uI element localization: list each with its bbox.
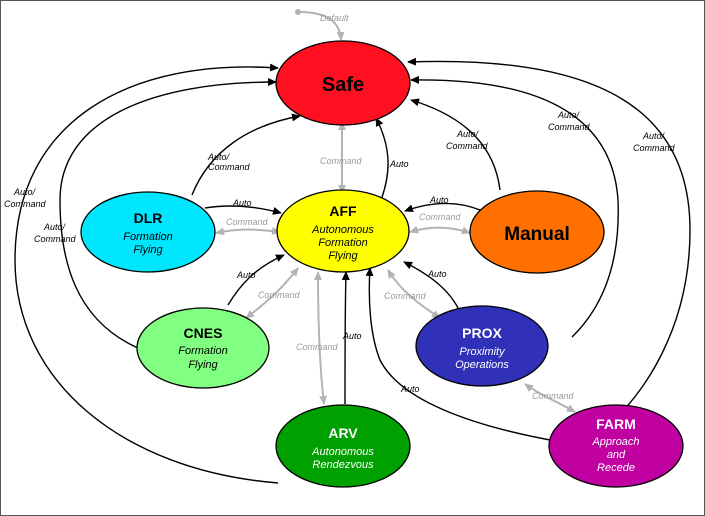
arv-aff-command-label: Command: [296, 342, 339, 352]
cnes-aff-command-label: Command: [258, 290, 301, 300]
cnes-to-safe-arrow: [59, 78, 277, 349]
state-dlr[interactable]: DLR Formation Flying: [80, 191, 216, 273]
state-prox-line1: Proximity: [459, 346, 506, 358]
prox-farm-command-arrow: [524, 383, 576, 413]
state-farm-shape: [548, 404, 684, 488]
state-arv-line2: Rendezvous: [312, 459, 374, 471]
farm-to-safe-arrow: [407, 57, 691, 447]
state-arv-title: ARV: [328, 425, 358, 441]
arv-aff-command-arrow: [314, 271, 328, 405]
state-farm[interactable]: FARM Approach and Recede: [548, 404, 684, 488]
state-farm-line3: Recede: [597, 462, 635, 474]
state-aff-line2: Formation: [318, 237, 368, 249]
manual-to-safe-arrow: [410, 98, 501, 191]
state-prox-shape: [415, 305, 549, 387]
aff-to-safe-arrow: [375, 117, 389, 201]
state-aff-shape: [276, 189, 410, 273]
prox-aff-command-arrow: [387, 269, 441, 319]
manual-aff-auto-label: Auto: [429, 195, 449, 205]
state-prox-line2: Operations: [455, 359, 509, 371]
prox-safe-auto-label: Auto/: [557, 110, 581, 120]
connectors: [14, 9, 691, 484]
manual-aff-command-label: Command: [419, 212, 462, 222]
state-arv-shape: [275, 404, 411, 488]
connector-labels: Default Auto/ Command Auto/ Command Auto…: [4, 13, 676, 401]
farm-safe-command-label: Command: [633, 143, 676, 153]
prox-safe-command-label: Command: [548, 122, 591, 132]
state-cnes-title: CNES: [184, 325, 223, 341]
state-arv-line1: Autonomous: [311, 446, 374, 458]
prox-to-safe-arrow: [410, 75, 619, 338]
farm-safe-auto-label: Auto/: [642, 131, 666, 141]
state-farm-line1: Approach: [591, 436, 639, 448]
dlr-to-safe-arrow: [191, 113, 301, 196]
state-dlr-line1: Formation: [123, 231, 173, 243]
farm-aff-auto-label: Auto: [400, 384, 420, 394]
state-manual[interactable]: Manual: [469, 190, 605, 274]
prox-aff-auto-label: Auto: [427, 269, 447, 279]
prox-farm-command-label: Command: [532, 391, 575, 401]
state-dlr-shape: [80, 191, 216, 273]
state-aff-line3: Flying: [328, 250, 358, 262]
manual-aff-command-arrow: [409, 225, 471, 235]
manual-safe-command-label: Command: [446, 141, 489, 151]
state-aff-line1: Autonomous: [311, 224, 374, 236]
farm-to-aff-arrow: [365, 267, 551, 441]
arv-safe-auto-label: Auto/: [13, 187, 37, 197]
arv-aff-auto-label: Auto: [342, 331, 362, 341]
arv-to-aff-arrow: [341, 271, 350, 405]
state-safe[interactable]: Safe: [275, 40, 411, 126]
default-label: Default: [320, 13, 349, 23]
state-prox[interactable]: PROX Proximity Operations: [415, 305, 549, 387]
dlr-safe-command-label: Command: [208, 162, 251, 172]
state-safe-shape: [275, 40, 411, 126]
state-cnes-line1: Formation: [178, 345, 228, 357]
safe-aff-command-label: Command: [320, 156, 363, 166]
arv-safe-command-label: Command: [4, 199, 47, 209]
cnes-safe-command-label: Command: [34, 234, 77, 244]
cnes-safe-auto-label: Auto/: [43, 222, 67, 232]
state-farm-title: FARM: [596, 416, 636, 432]
cnes-aff-command-arrow: [245, 267, 299, 319]
state-farm-line2: and: [607, 449, 626, 461]
state-aff-title: AFF: [329, 203, 357, 219]
aff-safe-auto-label: Auto: [389, 159, 409, 169]
state-aff[interactable]: AFF Autonomous Formation Flying: [276, 189, 410, 273]
state-dlr-line2: Flying: [133, 244, 163, 256]
state-cnes-shape: [136, 307, 270, 389]
state-cnes[interactable]: CNES Formation Flying: [136, 307, 270, 389]
cnes-aff-auto-label: Auto: [236, 270, 256, 280]
manual-safe-auto-label: Auto/: [456, 129, 480, 139]
state-dlr-title: DLR: [134, 210, 163, 226]
state-arv[interactable]: ARV Autonomous Rendezvous: [275, 404, 411, 488]
state-cnes-line2: Flying: [188, 359, 218, 371]
dlr-aff-command-label: Command: [226, 217, 269, 227]
dlr-aff-command-arrow: [215, 227, 281, 236]
dlr-to-aff-arrow: [204, 205, 282, 215]
manual-to-aff-arrow: [404, 202, 481, 213]
default-arrow: [297, 11, 345, 41]
prox-aff-command-label: Command: [384, 291, 427, 301]
state-safe-title: Safe: [322, 74, 364, 96]
dlr-safe-auto-label: Auto/: [207, 152, 231, 162]
arv-to-safe-arrow: [14, 63, 279, 484]
state-manual-shape: [469, 190, 605, 274]
dlr-aff-auto-label: Auto: [232, 198, 252, 208]
state-prox-title: PROX: [462, 325, 502, 341]
state-manual-title: Manual: [504, 224, 569, 245]
